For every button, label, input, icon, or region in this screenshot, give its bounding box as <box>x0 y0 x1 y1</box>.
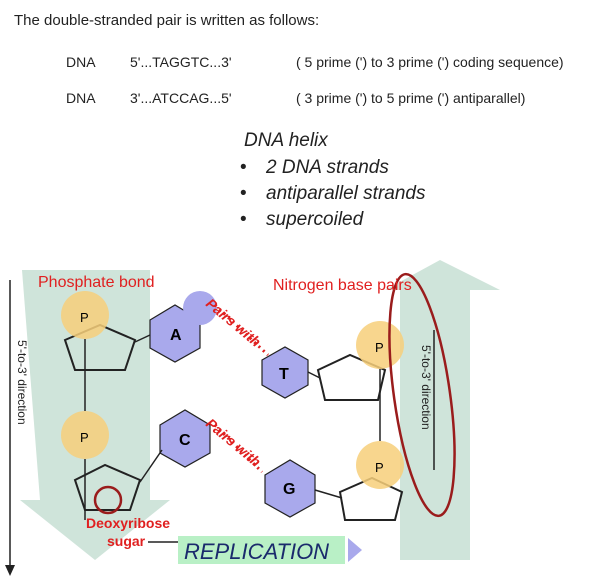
left-direction-arrowhead <box>5 565 15 576</box>
pairs-with-label: Pairs with <box>203 415 264 470</box>
helix-bullet-list: 2 DNA strands antiparallel strands super… <box>234 155 434 233</box>
glycosidic-bond <box>134 334 151 343</box>
dna-note: ( 3 prime (') to 5 prime (') antiparalle… <box>296 90 526 106</box>
phosphate-symbol: P <box>375 460 384 475</box>
base-g-label: G <box>283 481 295 498</box>
dna-label: DNA <box>66 90 96 106</box>
phosphate-symbol: P <box>80 430 89 445</box>
glycosidic-bond <box>314 489 343 499</box>
dna-note: ( 5 prime (') to 3 prime (') coding sequ… <box>296 54 564 70</box>
sugar-label: sugar <box>107 533 146 549</box>
helix-title: DNA helix <box>244 130 328 151</box>
base-ring-t <box>261 346 309 399</box>
base-c-label: C <box>179 432 191 449</box>
left-direction-label: 5'-to-3' direction <box>15 340 29 425</box>
helix-bullet: antiparallel strands <box>234 181 434 207</box>
dna-sequence: 3'...ATCCAG...5' <box>130 90 232 106</box>
pairs-with-label: Pairs with <box>203 295 264 350</box>
glycosidic-bond <box>307 371 321 379</box>
nitrogen-base-pairs-label: Nitrogen base pairs <box>273 277 412 294</box>
phosphate-symbol: P <box>80 310 89 325</box>
replication-box <box>178 536 345 564</box>
base-a-label: A <box>170 327 182 344</box>
phosphate-glow <box>356 321 404 369</box>
sugar-ring <box>316 353 387 401</box>
right-direction-band <box>385 260 500 560</box>
replication-label: REPLICATION <box>184 539 329 564</box>
phosphate-bond-label: Phosphate bond <box>38 274 155 291</box>
phosphate-symbol: P <box>375 340 384 355</box>
glycosidic-bond <box>139 449 163 483</box>
hydrogen-bond-dots <box>213 303 270 357</box>
deoxyribose-highlight-circle <box>93 485 123 515</box>
intro-text: The double-stranded pair is written as f… <box>14 12 320 29</box>
sugar-ring <box>73 463 142 511</box>
dna-structure-diagram: P P P P A T C G Phosphate bond Nitrogen … <box>5 260 500 576</box>
helix-bullet: supercoiled <box>234 207 434 233</box>
right-direction-label: 5'-to-3' direction <box>419 345 433 430</box>
deoxyribose-label: Deoxyribose <box>86 515 170 531</box>
replication-arrow-icon <box>348 538 362 562</box>
dna-label: DNA <box>66 54 96 70</box>
hydrogen-bond-dots <box>213 423 264 474</box>
base-t-label: T <box>279 366 289 383</box>
phosphate-glow <box>61 291 109 339</box>
helix-bullet: 2 DNA strands <box>234 155 434 181</box>
base-ring-g <box>264 459 316 518</box>
strand-highlight-ellipse <box>388 272 456 518</box>
phosphate-glow <box>61 411 109 459</box>
phosphate-glow <box>356 441 404 489</box>
dna-sequence: 5'...TAGGTC...3' <box>130 54 232 70</box>
base-a-highlight <box>183 291 217 325</box>
